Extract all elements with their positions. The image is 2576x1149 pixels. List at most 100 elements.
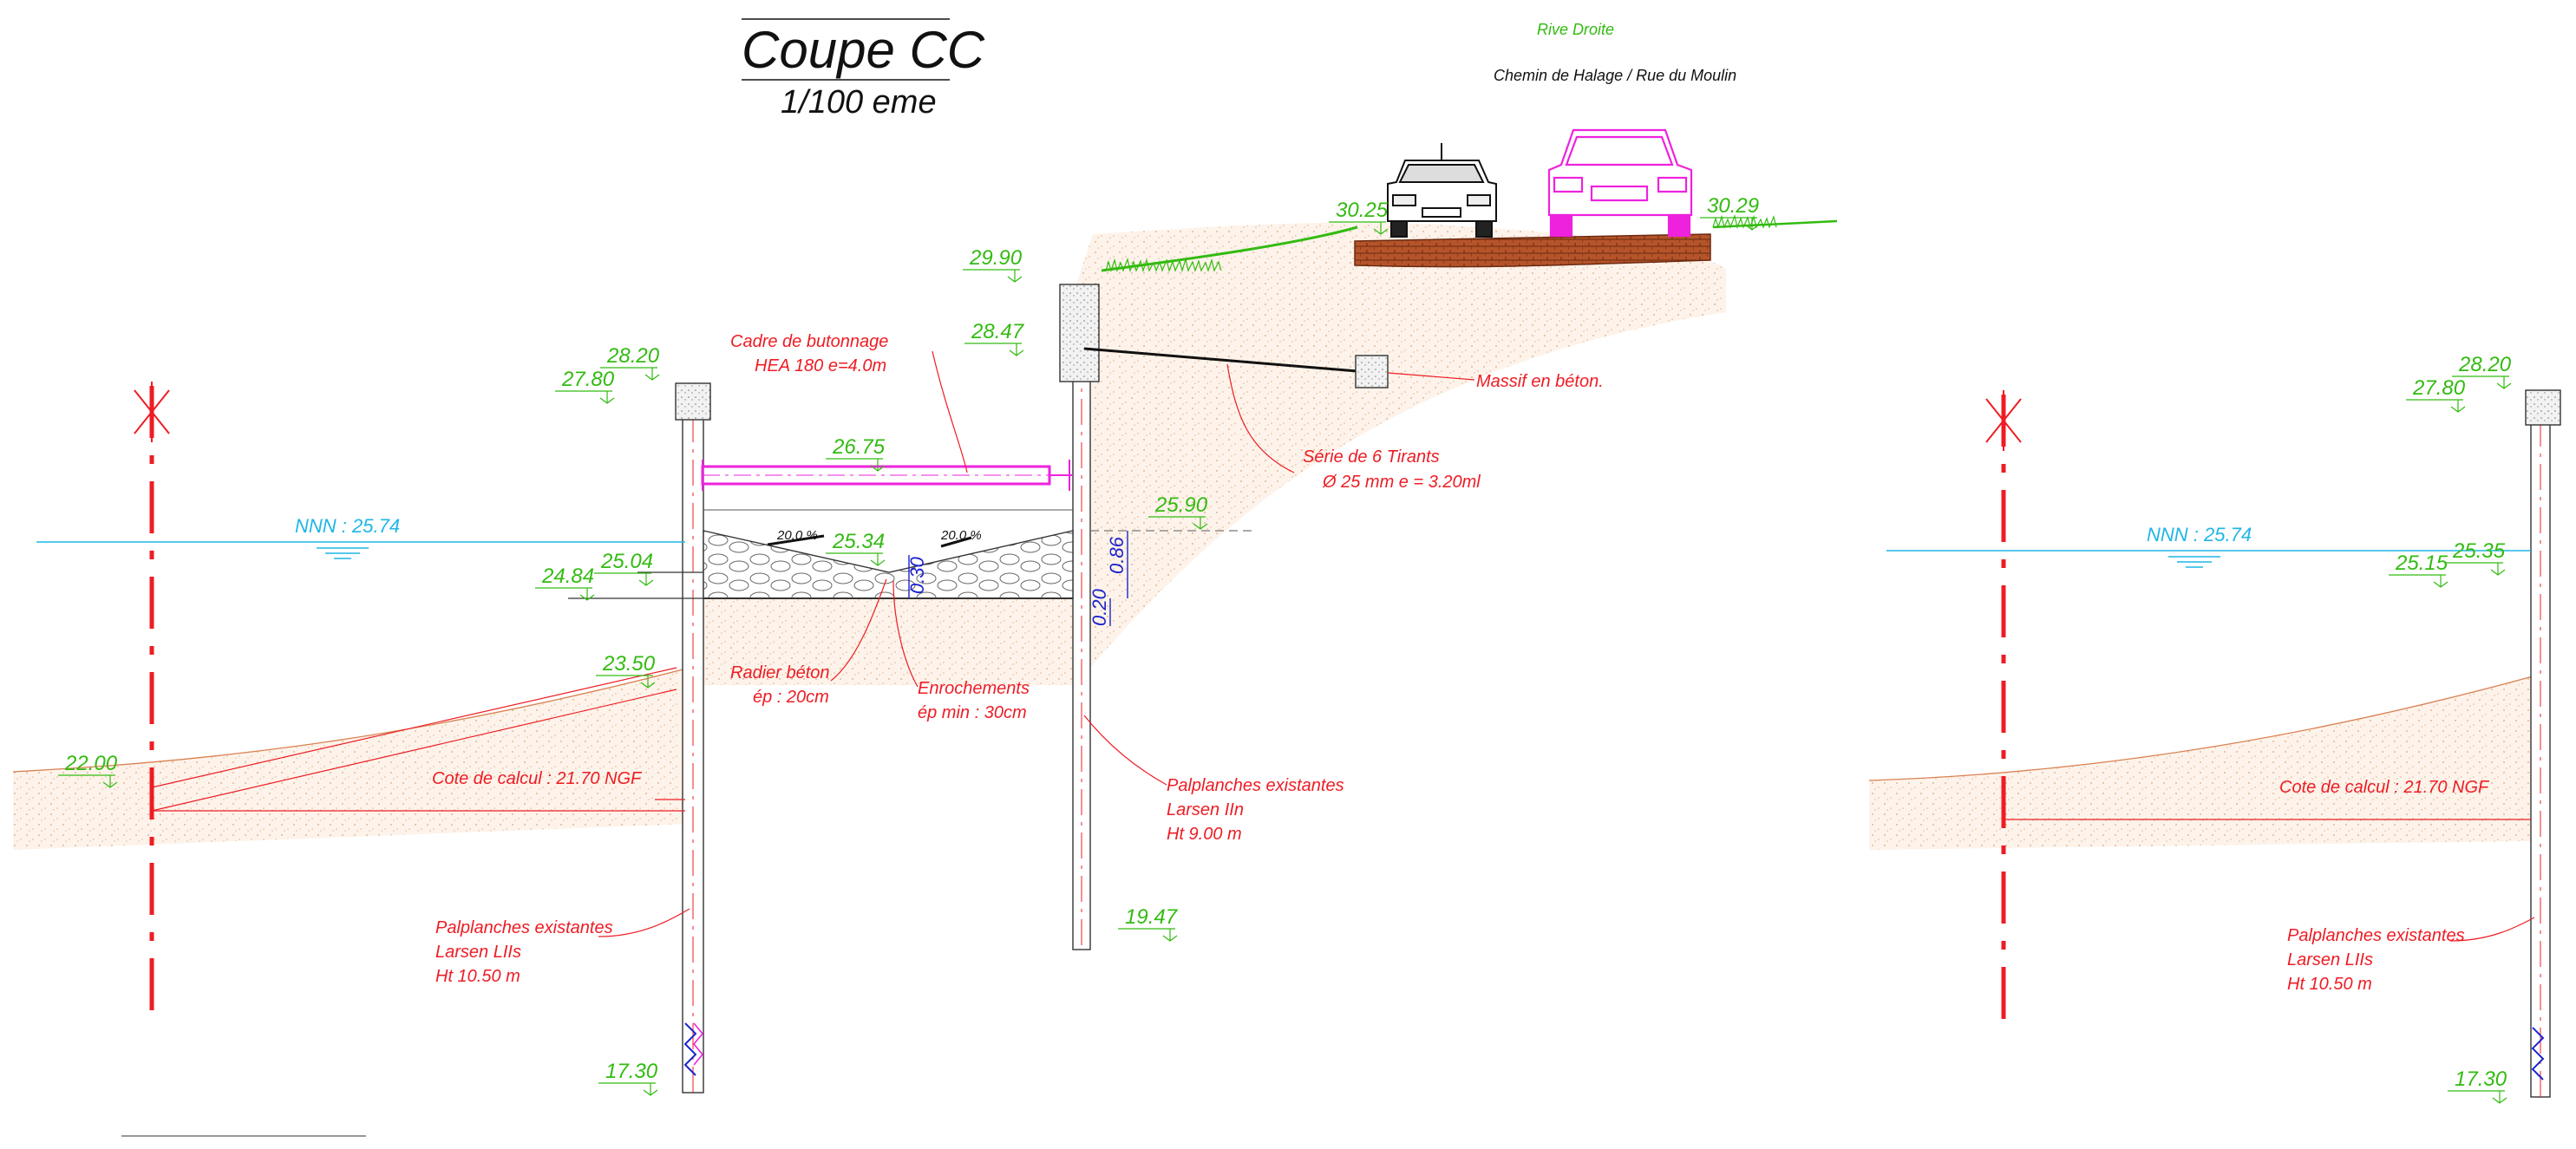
elevation-17-30: 17.30 bbox=[605, 1060, 658, 1083]
right-elevation-27-80-symbol bbox=[2406, 399, 2466, 413]
annotation-palp-left-3: Ht 10.50 m bbox=[435, 967, 520, 986]
slope-left: 20.0 % bbox=[776, 528, 818, 543]
car-left-icon bbox=[1387, 143, 1497, 238]
annotation-palp-right-2: Larsen LIIs bbox=[2287, 950, 2373, 969]
slope-right: 20.0 % bbox=[940, 528, 982, 543]
elevation-25-04-symbol bbox=[594, 572, 654, 586]
elevation-30-25: 30.25 bbox=[1336, 199, 1389, 222]
drawing-scale: 1/100 eme bbox=[781, 84, 937, 121]
annotation-tirants-2: Ø 25 mm e = 3.20ml bbox=[1322, 473, 1481, 492]
annotation-enroch-1: Enrochements bbox=[918, 679, 1030, 698]
elevation-26-75: 26.75 bbox=[832, 435, 886, 459]
pile-cap-right bbox=[2525, 389, 2561, 426]
annotation-palp-right-3: Ht 10.50 m bbox=[2287, 975, 2372, 994]
right-elevation-25-15-symbol bbox=[2389, 574, 2449, 588]
annotation-cadre-1: Cadre de butonnage bbox=[730, 332, 888, 351]
grass-blades-right bbox=[1712, 213, 1777, 230]
leader-lines bbox=[598, 350, 2535, 942]
soil-right-section bbox=[1869, 676, 2533, 850]
bank-label: Rive Droite bbox=[1537, 21, 1614, 38]
grass-blades-left bbox=[1105, 257, 1222, 273]
annotation-calc-right: Cote de calcul : 21.70 NGF bbox=[2279, 778, 2490, 797]
pile-toe-left bbox=[683, 1022, 697, 1076]
concrete-anchor-block bbox=[1355, 355, 1389, 388]
annotation-palp-mid-3: Ht 9.00 m bbox=[1167, 825, 1242, 844]
slope-arrow-right bbox=[940, 536, 972, 548]
right-elevation-17-30-symbol bbox=[2448, 1090, 2507, 1104]
slope-arrow-left bbox=[767, 534, 825, 546]
axis-marker-left-icon bbox=[134, 382, 170, 442]
water-symbol-right bbox=[2168, 556, 2220, 568]
elevation-24-84: 24.84 bbox=[541, 565, 594, 588]
soil-under-channel bbox=[694, 598, 1080, 685]
elevation-25-34: 25.34 bbox=[832, 530, 885, 553]
slope-line-2 bbox=[151, 689, 677, 812]
water-label-left: NNN : 25.74 bbox=[295, 515, 400, 537]
annotation-cadre-2: HEA 180 e=4.0m bbox=[755, 356, 886, 375]
soil-right-bank bbox=[1076, 222, 1726, 685]
annotation-tirants-1: Série de 6 Tirants bbox=[1303, 447, 1440, 467]
elevation-30-29: 30.29 bbox=[1707, 194, 1759, 218]
elevation-30-29-symbol bbox=[1700, 217, 1760, 231]
annotation-palp-mid-1: Palplanches existantes bbox=[1167, 776, 1344, 795]
annotation-palp-mid-2: Larsen IIn bbox=[1167, 800, 1244, 819]
elevation-23-50: 23.50 bbox=[602, 652, 656, 676]
elevation-25-04: 25.04 bbox=[600, 550, 653, 573]
grass-embankment bbox=[1101, 225, 1358, 272]
elevation-25-90: 25.90 bbox=[1154, 493, 1208, 517]
pile-cap-left bbox=[675, 382, 711, 421]
elevation-27-80: 27.80 bbox=[561, 368, 615, 391]
soil-right-section-surface bbox=[1868, 676, 2534, 781]
elevation-24-84-symbol bbox=[535, 587, 595, 601]
road-pavement bbox=[1354, 233, 1711, 268]
water-label-right: NNN : 25.74 bbox=[2147, 524, 2252, 545]
elevation-19-47: 19.47 bbox=[1125, 905, 1179, 929]
elevation-19-47-symbol bbox=[1118, 928, 1178, 942]
elevation-25-34-symbol bbox=[826, 552, 886, 566]
annotation-radier-2: ép : 20cm bbox=[753, 688, 829, 707]
elevation-26-75-symbol bbox=[826, 458, 886, 472]
elevation-29-90: 29.90 bbox=[969, 246, 1023, 270]
annotation-palp-left-2: Larsen LIIs bbox=[435, 943, 521, 962]
annotation-enroch-2: ép min : 30cm bbox=[918, 703, 1027, 722]
elevation-29-90-symbol bbox=[963, 269, 1023, 283]
annotation-radier-1: Radier béton bbox=[730, 663, 830, 682]
dim-020: 0.20 bbox=[1089, 588, 1110, 626]
annotation-palp-left-1: Palplanches existantes bbox=[435, 918, 613, 937]
rockfill-bed bbox=[703, 530, 1074, 599]
axis-marker-right-icon bbox=[1985, 390, 2022, 451]
right-elevation-28-20: 28.20 bbox=[2458, 353, 2512, 376]
right-elevation-25-15: 25.15 bbox=[2395, 552, 2449, 575]
annotation-massif: Massif en béton. bbox=[1476, 372, 1604, 391]
car-right-icon bbox=[1547, 128, 1693, 238]
soil-left-surface bbox=[12, 667, 690, 773]
elevation-28-47-symbol bbox=[964, 343, 1024, 356]
annotation-calc-left: Cote de calcul : 21.70 NGF bbox=[432, 769, 643, 788]
dim-086: 0.86 bbox=[1106, 536, 1128, 574]
elevation-25-90-symbol bbox=[1148, 516, 1208, 530]
elevation-22-00: 22.00 bbox=[64, 752, 118, 775]
right-elevation-27-80: 27.80 bbox=[2412, 376, 2466, 400]
pile-toe-left-2 bbox=[692, 1022, 704, 1066]
elevation-28-20-symbol bbox=[600, 367, 660, 381]
pile-cap-middle bbox=[1059, 284, 1100, 382]
elevation-17-30-symbol bbox=[598, 1082, 658, 1096]
elevation-30-25-symbol bbox=[1329, 221, 1389, 235]
dim-030: 0.30 bbox=[906, 556, 928, 594]
elevation-28-47: 28.47 bbox=[971, 320, 1025, 343]
drawing-title: Coupe CC bbox=[742, 21, 985, 79]
water-symbol-left bbox=[317, 547, 369, 559]
grass-right-base bbox=[1712, 219, 1838, 229]
elevation-23-50-symbol bbox=[596, 675, 656, 689]
slope-line-1 bbox=[151, 667, 677, 788]
right-elevation-25-35-symbol bbox=[2446, 562, 2506, 576]
pile-toe-right bbox=[2531, 1027, 2545, 1080]
street-label: Chemin de Halage / Rue du Moulin bbox=[1494, 67, 1736, 84]
elevation-22-00-symbol bbox=[58, 774, 118, 788]
elevation-28-20: 28.20 bbox=[606, 344, 660, 368]
right-elevation-17-30: 17.30 bbox=[2455, 1067, 2507, 1091]
right-elevation-25-35: 25.35 bbox=[2452, 539, 2506, 563]
right-elevation-28-20-symbol bbox=[2452, 375, 2512, 389]
elevation-27-80-symbol bbox=[555, 390, 615, 404]
